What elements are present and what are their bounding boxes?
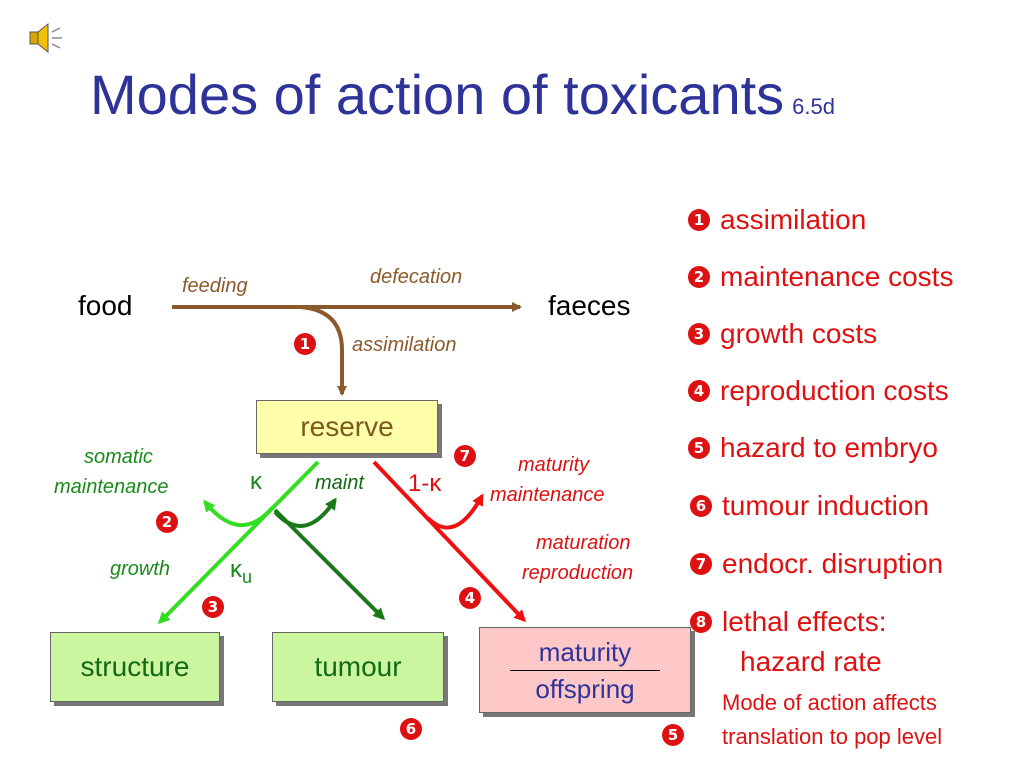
marker-7: 7 <box>454 445 476 467</box>
kappa-u-subscript: u <box>242 566 253 587</box>
maturity-maintenance-label: maintenance <box>490 484 605 506</box>
maturity-label: maturity <box>518 454 590 476</box>
maturity-box-label: maturity <box>538 636 632 667</box>
legend-text-4: reproduction costs <box>720 375 949 406</box>
title-text: Modes of action of toxicants <box>90 63 785 126</box>
reproduction-label: reproduction <box>522 562 634 584</box>
legend-text-2: maintenance costs <box>720 261 954 292</box>
legend-text-7: endocr. disruption <box>722 548 944 579</box>
legend-num-7: 7 <box>690 553 712 575</box>
somatic-label: somatic <box>84 446 153 468</box>
tumour-box: tumour <box>272 632 444 702</box>
defecation-label: defecation <box>370 266 463 288</box>
title-reference: 6.5d <box>792 94 835 119</box>
reserve-label: reserve <box>300 411 394 442</box>
note-text: Mode of action affects translation to po… <box>722 690 943 749</box>
legend-num-8: 8 <box>690 611 712 633</box>
maturation-label: maturation <box>536 532 631 554</box>
kappa-u-symbol: κ <box>230 556 242 583</box>
legend-item-3: 3 growth costs <box>688 318 877 350</box>
legend-text-1: assimilation <box>720 204 867 235</box>
legend-text-5: hazard to embryo <box>720 432 938 463</box>
legend-num-2: 2 <box>688 266 710 288</box>
marker-1: 1 <box>294 333 316 355</box>
legend-item-1: 1 assimilation <box>688 204 866 236</box>
faeces-label: faeces <box>548 290 631 321</box>
legend-hazard-rate: hazard rate <box>740 646 882 677</box>
assimilation-arrow <box>299 305 347 396</box>
reproduction-arrow <box>372 460 527 623</box>
structure-label: structure <box>80 651 190 682</box>
legend-num-5: 5 <box>688 437 710 459</box>
assimilation-label: assimilation <box>352 334 457 356</box>
legend-text-3: growth costs <box>720 318 878 349</box>
tumour-arrow <box>273 508 386 621</box>
marker-2: 2 <box>156 511 178 533</box>
kappa-label: κ <box>250 468 262 495</box>
reserve-box: reserve <box>256 400 438 454</box>
legend-num-1: 1 <box>688 209 710 231</box>
legend-text-8: lethal effects: <box>722 606 887 637</box>
legend-num-3: 3 <box>688 323 710 345</box>
maturity-offspring-box: maturity offspring <box>479 627 691 713</box>
structure-box: structure <box>50 632 220 702</box>
legend-item-2: 2 maintenance costs <box>688 261 953 293</box>
maturity-maintenance-arrow <box>426 493 484 530</box>
legend-num-4: 4 <box>688 380 710 402</box>
marker-4: 4 <box>459 587 481 609</box>
marker-5: 5 <box>662 724 684 746</box>
marker-3: 3 <box>202 596 224 618</box>
speaker-icon[interactable] <box>24 20 68 56</box>
offspring-label: offspring <box>535 673 635 704</box>
maint-label: maint <box>315 472 364 494</box>
legend-item-8: 8 lethal effects: <box>690 606 886 638</box>
growth-label: growth <box>110 558 171 580</box>
legend-item-7: 7 endocr. disruption <box>690 548 943 580</box>
food-label: food <box>78 290 133 321</box>
legend-text-6: tumour induction <box>722 490 930 521</box>
maint-arrow <box>273 497 337 528</box>
one-minus-kappa-label: 1-κ <box>408 470 442 497</box>
legend-num-6: 6 <box>690 495 712 517</box>
page-title: Modes of action of toxicants 6.5d <box>90 62 835 127</box>
legend-item-6: 6 tumour induction <box>690 490 929 522</box>
fraction-rule <box>510 669 660 671</box>
growth-arrow <box>157 460 320 625</box>
tumour-label: tumour <box>314 651 402 682</box>
kappa-u-label: κu <box>230 556 252 588</box>
somatic-maintenance-arrow <box>203 499 274 527</box>
marker-6: 6 <box>400 718 422 740</box>
legend-item-5: 5 hazard to embryo <box>688 432 938 464</box>
legend-item-4: 4 reproduction costs <box>688 375 949 407</box>
feeding-label: feeding <box>182 275 248 297</box>
somatic-maintenance-label: maintenance <box>54 476 169 498</box>
